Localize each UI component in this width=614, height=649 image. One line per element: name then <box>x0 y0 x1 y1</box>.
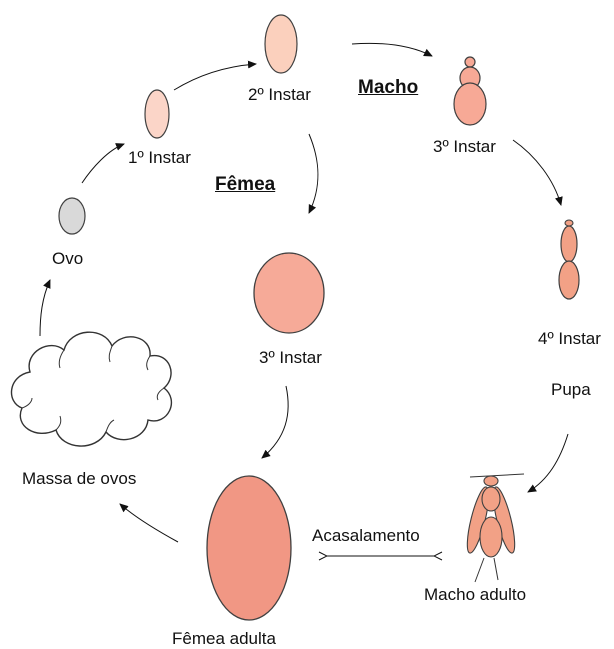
label-egg-mass: Massa de ovos <box>22 470 136 487</box>
arrow-male-instar3-to-instar4 <box>513 140 561 205</box>
female-third-instar-shape <box>254 253 324 333</box>
arrow-egg-to-instar1 <box>82 144 124 183</box>
label-male-adult: Macho adulto <box>424 586 526 603</box>
label-second-instar: 2º Instar <box>248 86 311 103</box>
label-pupa: Pupa <box>551 381 591 398</box>
label-female-third-instar: 3º Instar <box>259 349 322 366</box>
egg-mass-cloud <box>12 332 172 446</box>
label-mating: Acasalamento <box>312 527 420 544</box>
first-instar-shape <box>145 90 169 138</box>
male-adult-shape <box>463 474 524 582</box>
label-male-third-instar: 3º Instar <box>433 138 496 155</box>
arrow-female-adult-to-egg-mass <box>120 504 178 542</box>
label-ovo: Ovo <box>52 250 83 267</box>
male-third-instar-shape <box>454 57 486 125</box>
female-adult-shape <box>207 476 291 620</box>
arrow-instar1-to-instar2 <box>174 64 256 90</box>
arrow-instar2-to-female-instar3 <box>309 134 318 213</box>
egg-shape <box>59 198 85 234</box>
arrow-egg-mass-to-egg <box>40 280 50 336</box>
label-male-header: Macho <box>358 78 418 97</box>
arrow-instar2-to-male-instar3 <box>352 43 432 56</box>
arrow-pupa-to-male-adult <box>528 434 568 492</box>
arrow-female-instar3-to-female-adult <box>262 386 288 458</box>
fourth-instar-shape <box>559 220 579 299</box>
label-fourth-instar: 4º Instar <box>538 330 601 347</box>
label-female-header: Fêmea <box>215 175 275 194</box>
label-female-adult: Fêmea adulta <box>172 630 276 647</box>
label-first-instar: 1º Instar <box>128 149 191 166</box>
second-instar-shape <box>265 15 297 73</box>
